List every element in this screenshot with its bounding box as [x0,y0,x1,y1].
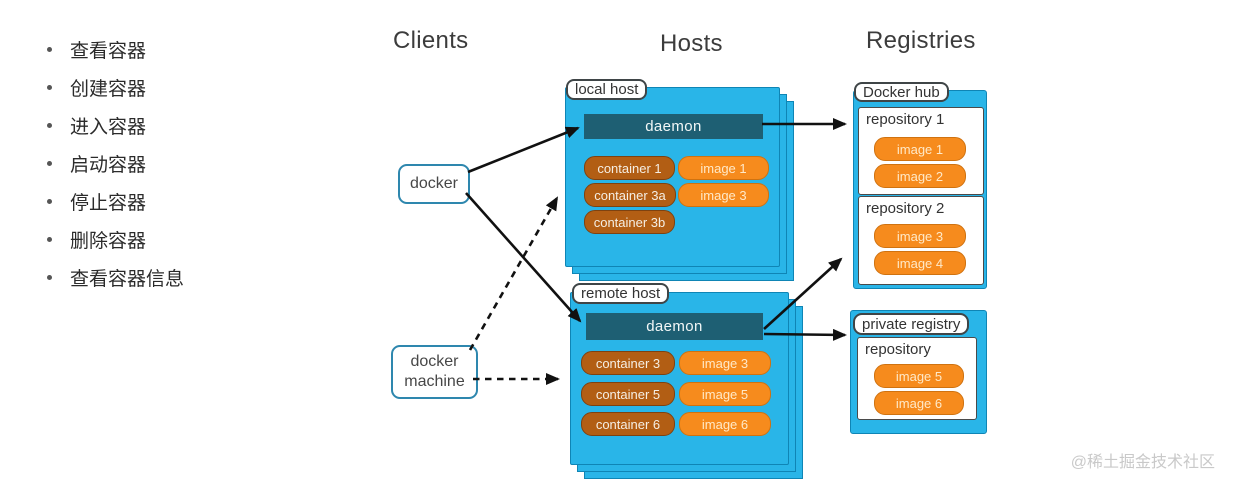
container-pill: container 3a [584,183,676,207]
list-item: 查看容器信息 [45,258,184,296]
remote-host-tab: remote host [572,283,670,304]
list-item-label: 启动容器 [70,154,147,176]
list-item: 停止容器 [45,182,184,220]
docker-machine-client-node: docker machine [391,345,478,399]
bullet-icon [47,274,52,280]
arrow-docker-machine-to-local-host-dashed [468,196,559,351]
repository-1-box: repository 1 image 1 image 2 [858,107,984,195]
list-item: 进入容器 [45,106,184,144]
remote-host-box: daemon container 3 image 3 container 5 i… [570,292,789,465]
image-pill: image 1 [678,156,769,180]
container-pill: container 3b [584,210,675,234]
bullet-icon [47,198,52,204]
image-pill: image 3 [874,224,966,248]
local-host-tab: local host [566,79,648,100]
list-item: 创建容器 [45,68,184,106]
container-pill: container 6 [581,412,675,436]
bullet-icon [47,46,52,52]
clients-column-header: Clients [393,27,469,54]
image-pill: image 3 [679,351,771,375]
list-item: 查看容器 [45,30,184,68]
private-registry-tab: private registry [853,313,970,335]
watermark: @稀土掘金技术社区 [1070,454,1215,471]
local-daemon-bar: daemon [584,114,763,139]
list-item: 启动容器 [45,144,184,182]
arrow-docker-to-local-daemon [467,126,580,174]
image-pill: image 3 [678,183,769,207]
list-item: 删除容器 [45,220,184,258]
image-pill: image 4 [874,251,966,275]
image-pill: image 5 [679,382,771,406]
bullet-icon [47,160,52,166]
repository-2-box: repository 2 image 3 image 4 [858,196,984,285]
list-item-label: 查看容器信息 [70,268,185,290]
hosts-column-header: Hosts [660,30,723,57]
repository-label: repository 2 [866,200,945,217]
image-pill: image 5 [874,364,964,388]
docker-client-node: docker [398,164,470,204]
list-item-label: 停止容器 [70,192,147,214]
image-pill: image 6 [874,391,964,415]
image-pill: image 2 [874,164,966,188]
list-item-label: 创建容器 [70,78,147,100]
local-host-box: daemon container 1 image 1 container 3a … [565,87,780,267]
list-item-label: 查看容器 [70,40,147,62]
bullet-icon [47,84,52,90]
remote-daemon-bar: daemon [586,313,763,340]
bullet-icon [47,122,52,128]
repository-box: repository image 5 image 6 [857,337,977,420]
container-pill: container 5 [581,382,675,406]
image-pill: image 1 [874,137,966,161]
registries-column-header: Registries [866,27,976,54]
list-item-label: 进入容器 [70,116,147,138]
container-pill: container 1 [584,156,675,180]
container-operations-list: 查看容器 创建容器 进入容器 启动容器 停止容器 删除容器 查看容器信息 [45,30,184,296]
container-pill: container 3 [581,351,675,375]
docker-hub-tab: Docker hub [854,82,949,102]
repository-label: repository 1 [866,111,945,128]
arrow-docker-to-remote-daemon [465,192,582,323]
bullet-icon [47,236,52,242]
list-item-label: 删除容器 [70,230,147,252]
repository-label: repository [865,341,931,358]
image-pill: image 6 [679,412,771,436]
